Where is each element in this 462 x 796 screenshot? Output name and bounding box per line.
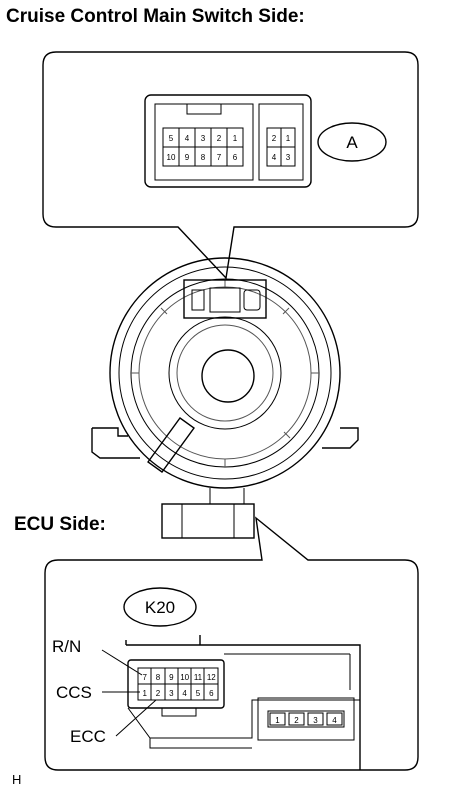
pin-number: 3 bbox=[286, 153, 291, 162]
connector-code-bubble-a bbox=[317, 122, 387, 162]
pin-number: 6 bbox=[233, 153, 238, 162]
pin-box bbox=[307, 712, 324, 726]
leader-rn bbox=[101, 649, 143, 676]
ecu-side-title: ECU Side: bbox=[14, 514, 106, 535]
pin-number: 5 bbox=[169, 134, 174, 143]
pin-number: 8 bbox=[156, 673, 161, 682]
connector-code-k20: K20 bbox=[145, 598, 175, 617]
pin-number: 11 bbox=[194, 673, 203, 682]
pin-number: 3 bbox=[313, 716, 318, 725]
pin-number: 7 bbox=[217, 153, 222, 162]
terminal-label-ccs: CCS bbox=[56, 683, 92, 702]
pin-number: 10 bbox=[180, 673, 189, 682]
pin-number: 9 bbox=[185, 153, 190, 162]
connector-k20-side-block: 1 2 3 4 bbox=[257, 697, 355, 741]
pin-number: 12 bbox=[207, 673, 216, 682]
pin-box bbox=[288, 712, 305, 726]
terminal-label-ecc: ECC bbox=[70, 727, 106, 746]
pin-number: 1 bbox=[275, 716, 280, 725]
pin-number: 3 bbox=[201, 134, 206, 143]
pin-box bbox=[269, 712, 286, 726]
pin-number: 4 bbox=[182, 689, 187, 698]
pin-number: 1 bbox=[233, 134, 238, 143]
pin-number: 10 bbox=[167, 153, 176, 162]
pin-number: 4 bbox=[185, 134, 190, 143]
main-switch-side-title: Cruise Control Main Switch Side: bbox=[6, 6, 305, 27]
pin-number: 1 bbox=[142, 689, 147, 698]
pin-number: 3 bbox=[169, 689, 174, 698]
connector-a-big-block: 5 4 3 2 1 10 9 8 7 6 bbox=[154, 103, 254, 181]
pin-number: 6 bbox=[209, 689, 214, 698]
pin-box bbox=[326, 712, 343, 726]
pin-number: 7 bbox=[142, 673, 147, 682]
pin-number: 9 bbox=[169, 673, 174, 682]
pin-number: 2 bbox=[272, 134, 277, 143]
terminal-label-rn: R/N bbox=[52, 637, 81, 656]
pin-number: 8 bbox=[201, 153, 206, 162]
pin-number: 4 bbox=[332, 716, 337, 725]
pin-number: 5 bbox=[196, 689, 201, 698]
connector-code-bubble-k20 bbox=[123, 587, 197, 627]
pin-number: 2 bbox=[217, 134, 222, 143]
leader-ecc bbox=[115, 699, 157, 737]
pin-number: 1 bbox=[286, 134, 291, 143]
footer-mark: H bbox=[12, 772, 21, 787]
pin-number: 2 bbox=[156, 689, 161, 698]
pin-number: 4 bbox=[272, 153, 277, 162]
spiral-cable-illustration bbox=[91, 257, 359, 539]
connector-code-a: A bbox=[346, 133, 358, 152]
pin-number: 2 bbox=[294, 716, 299, 725]
